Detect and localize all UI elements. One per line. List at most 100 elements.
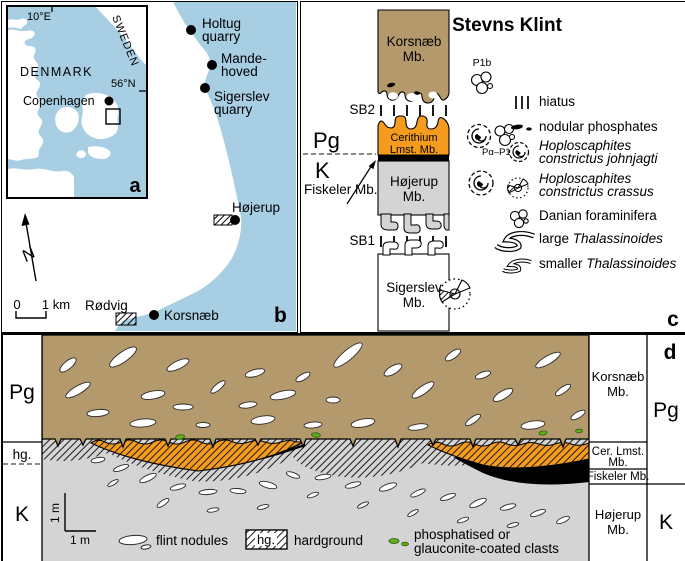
flint-nodule	[206, 507, 220, 513]
p1b-label: P1b	[473, 57, 492, 69]
flint-nodule	[439, 492, 457, 502]
hojerup-burrow-lobes	[380, 213, 450, 234]
hojerup-quarry-symbol	[213, 214, 233, 226]
flint-nodule	[314, 473, 332, 481]
hojerup-label: Højerup	[232, 200, 280, 215]
legend-small-thal-label: smaller Thalassinoides	[539, 256, 677, 271]
section-scale-bar: 1 m 1 m	[48, 493, 96, 547]
copenhagen-label: Copenhagen	[23, 94, 95, 108]
flint-nodule	[469, 497, 487, 509]
flint-nodule	[258, 480, 278, 490]
flint-nodule	[90, 456, 106, 464]
legend-hiatus-label: hiatus	[539, 94, 575, 109]
left-label-column	[3, 335, 42, 561]
jutland-land	[8, 18, 44, 161]
location-dot-copenhagen	[104, 96, 114, 106]
burrow-pocket	[406, 93, 418, 101]
k-left-label: K	[15, 503, 29, 526]
flint-nodule	[464, 413, 482, 427]
korsnaeb-label: Korsnæb	[164, 308, 219, 323]
panel-d-section: Pg hg. K 1 m 1 m flint nodules hg.	[1, 333, 685, 561]
location-dot-korsnaeb	[149, 310, 159, 320]
lon-label: 10°E	[27, 11, 51, 23]
location-dot-sigerslev	[200, 83, 210, 93]
holtug-label-1: Holtug	[202, 16, 241, 31]
panel-c-letter: c	[667, 308, 679, 331]
col-k-label: K	[659, 511, 673, 534]
funen-land	[55, 106, 79, 133]
legend-ammonite-johnjagti-icon	[508, 141, 530, 163]
flint-nodule	[492, 388, 514, 402]
burrow-pocket	[428, 91, 438, 99]
glauconite-clast	[311, 432, 321, 438]
cerithium-member-label-2: Lmst. Mb.	[390, 144, 438, 156]
flint-nodule	[244, 368, 266, 378]
col-fiskeler-label: Fiskeler Mb.	[587, 471, 650, 483]
flint-nodule	[198, 488, 218, 496]
flint-nodule	[295, 371, 311, 383]
flint-nodule	[269, 389, 297, 401]
flint-nodule	[229, 487, 247, 495]
limfjord	[8, 27, 28, 32]
ammonite-johnjagti-icon	[468, 170, 494, 196]
legend-small-thalassinoides-icon	[502, 258, 532, 274]
flint-nodule	[303, 421, 323, 429]
flint-nodule	[238, 401, 258, 409]
sigerslev-member-label-1: Sigerslev	[386, 280, 442, 295]
glauconite-clast	[175, 434, 185, 440]
rodvig-harbour-symbol	[115, 312, 137, 326]
mandehoved-label-2: hoved	[221, 64, 258, 79]
glauconite-clast	[575, 428, 583, 434]
flint-nodule	[410, 488, 426, 498]
legend-large-thal-label: large Thalassinoides	[539, 231, 663, 246]
foraminifera-icon	[494, 123, 516, 147]
panel-c-column: Stevns Klint Korsnæb Mb. SB2 Cerithium L…	[300, 1, 685, 333]
legend-hoplo2-label-1: Hoploscaphites	[539, 171, 632, 186]
flint-nodule	[499, 503, 517, 511]
sb2-hiatus-icon	[380, 105, 447, 116]
legend-clasts-label-1: phosphatised or	[414, 527, 511, 542]
panel-b-letter: b	[274, 304, 287, 327]
sigerslev-member-label-2: Mb.	[403, 295, 426, 310]
legend-smaller-name: Thalassinoides	[586, 256, 676, 271]
hojerup-member-label-1: Højerup	[390, 174, 438, 189]
legend-ammonite-crassus-icon	[507, 177, 529, 199]
flint-nodule	[325, 396, 341, 404]
cerithium-member-box	[377, 115, 450, 156]
flint-nodule	[407, 423, 429, 431]
pg-label: Pg	[313, 128, 340, 153]
korsnaeb-member-label-2: Mb.	[403, 49, 426, 64]
col-cer-label-2: Mb.	[608, 457, 627, 469]
study-area-box	[105, 108, 121, 125]
legend-danian-label: Danian foraminifera	[539, 208, 657, 223]
flint-nodule	[444, 348, 462, 362]
legend-hiatus-icon	[515, 96, 529, 109]
panel-a-inset-map: 10°E SWEDEN DENMARK 56°N Copenhagen a	[6, 5, 148, 199]
scale-km: 1 km	[42, 297, 70, 312]
glauconite-clast	[538, 430, 548, 436]
rodvig-label: Rødvig	[85, 298, 128, 313]
sigerslev-label-2: quarry	[214, 102, 253, 117]
flint-nodule	[107, 479, 119, 487]
flint-nodule	[109, 346, 137, 368]
sweden-land	[96, 7, 146, 65]
flint-nodule	[210, 380, 226, 394]
flint-nodule	[140, 390, 166, 400]
hojerup-member-box	[377, 160, 450, 216]
south-coast-land	[8, 168, 74, 197]
burrow-pocket	[388, 92, 398, 100]
scale-zero: 0	[13, 297, 20, 312]
pa-p1a-label: Pα–P1a	[482, 147, 517, 158]
sigerslev-member-box	[377, 253, 450, 332]
phosphate-nodule	[386, 82, 396, 88]
flint-nodule	[139, 472, 157, 484]
flint-nodule	[250, 415, 276, 425]
legend-large-name: Thalassinoides	[573, 231, 663, 246]
sb1-label: SB1	[349, 233, 375, 248]
fiskeler-arrow	[346, 164, 373, 205]
ammonite-johnjagti-icon	[466, 123, 492, 149]
chalk-flint-nodules	[90, 456, 570, 528]
location-dot-holtug	[186, 25, 196, 35]
flint-nodule	[379, 482, 397, 492]
legend-flint-label: flint nodules	[156, 533, 228, 548]
